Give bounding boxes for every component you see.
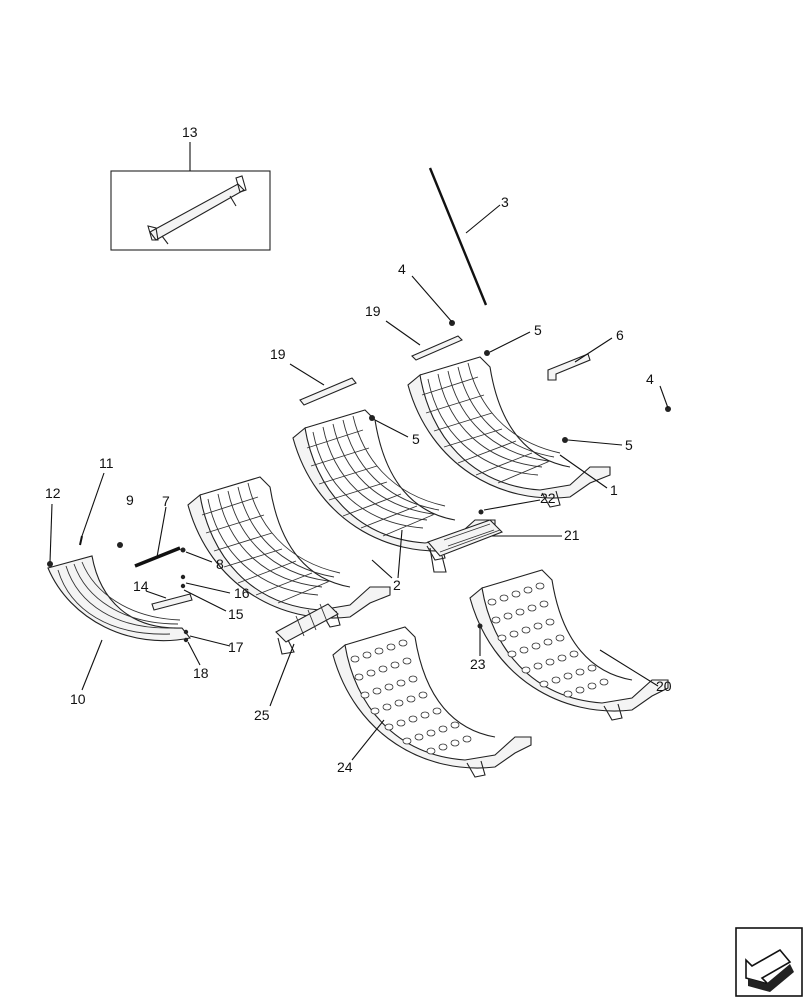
part-23-bolt (477, 623, 483, 629)
label-2: 2 (393, 577, 401, 593)
label-14: 14 (133, 578, 149, 594)
label-25: 25 (254, 707, 270, 723)
part-6-bracket (547, 337, 613, 381)
leader-2b (371, 559, 393, 579)
label-6: 6 (616, 327, 624, 343)
label-10: 10 (70, 691, 86, 707)
leader-24 (351, 719, 385, 761)
label-1: 1 (610, 482, 618, 498)
label-19b: 19 (270, 346, 286, 362)
label-13: 13 (182, 124, 198, 140)
label-20: 20 (656, 678, 672, 694)
label-3: 3 (501, 194, 509, 210)
part-13-inset (110, 142, 271, 251)
part-3-rod (428, 167, 501, 306)
part-21-insert (427, 499, 562, 573)
label-24: 24 (337, 759, 353, 775)
part-20-concave (469, 569, 669, 721)
label-22: 22 (540, 490, 556, 506)
part-25-insert (269, 603, 339, 707)
label-16: 16 (234, 585, 250, 601)
label-4b: 4 (646, 371, 654, 387)
label-12: 12 (45, 485, 61, 501)
leader-2a (397, 529, 403, 579)
label-7: 7 (162, 493, 170, 509)
leader-20 (599, 649, 659, 687)
label-4a: 4 (398, 261, 406, 277)
label-11: 11 (99, 455, 114, 471)
part-1-concave (407, 356, 611, 508)
label-19a: 19 (365, 303, 381, 319)
next-page-arrow-icon[interactable] (735, 927, 803, 997)
label-5b: 5 (412, 431, 420, 447)
label-8: 8 (216, 556, 224, 572)
part-10-grate (47, 555, 191, 691)
label-15: 15 (228, 606, 244, 622)
label-5c: 5 (625, 437, 633, 453)
label-5a: 5 (534, 322, 542, 338)
hardware-4-5 (369, 275, 671, 446)
leader-1 (559, 454, 608, 489)
label-18: 18 (193, 665, 209, 681)
label-9: 9 (126, 492, 134, 508)
part-19-strips (289, 320, 463, 406)
part-2-concave-b (187, 476, 391, 628)
label-21: 21 (564, 527, 580, 543)
label-17: 17 (228, 639, 244, 655)
hardware-left-cluster (47, 472, 231, 666)
label-23: 23 (470, 656, 486, 672)
callout-labels: 13 3 4 19 5 6 19 4 5 5 11 1 12 9 7 22 21… (45, 124, 672, 775)
